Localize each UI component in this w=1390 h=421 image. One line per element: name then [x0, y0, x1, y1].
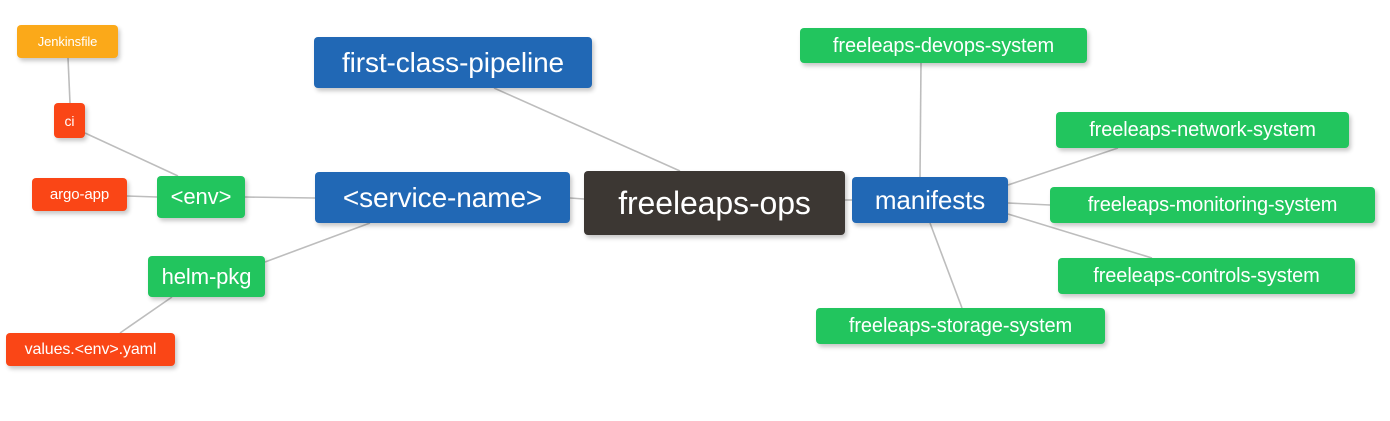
node-ci[interactable]: ci [54, 103, 85, 138]
node-manifests[interactable]: manifests [852, 177, 1008, 223]
edge-values-yaml-to-helm-pkg [119, 296, 173, 334]
node-jenkinsfile[interactable]: Jenkinsfile [17, 25, 118, 58]
edge-manifests-to-network-sys [1007, 147, 1119, 186]
edge-ci-to-env [84, 132, 179, 177]
node-storage-sys[interactable]: freeleaps-storage-system [816, 308, 1105, 344]
edge-service-name-to-root [569, 197, 585, 200]
node-env[interactable]: <env> [157, 176, 245, 218]
edge-manifests-to-devops-sys [919, 62, 922, 178]
edge-jenkinsfile-to-ci [67, 57, 71, 104]
node-controls-sys[interactable]: freeleaps-controls-system [1058, 258, 1355, 294]
node-argo-app[interactable]: argo-app [32, 178, 127, 211]
node-root[interactable]: freeleaps-ops [584, 171, 845, 235]
edge-argo-app-to-env [126, 195, 158, 198]
node-helm-pkg[interactable]: helm-pkg [148, 256, 265, 297]
node-values-yaml[interactable]: values.<env>.yaml [6, 333, 175, 366]
edge-pipeline-to-root [493, 87, 681, 172]
node-monitoring-sys[interactable]: freeleaps-monitoring-system [1050, 187, 1375, 223]
edge-helm-pkg-to-service-name [264, 222, 371, 263]
node-service-name[interactable]: <service-name> [315, 172, 570, 223]
node-pipeline[interactable]: first-class-pipeline [314, 37, 592, 88]
edge-env-to-service-name [244, 196, 316, 199]
node-devops-sys[interactable]: freeleaps-devops-system [800, 28, 1087, 63]
edge-manifests-to-monitoring-sys [1007, 202, 1051, 206]
edge-manifests-to-storage-sys [929, 222, 963, 309]
node-network-sys[interactable]: freeleaps-network-system [1056, 112, 1349, 148]
